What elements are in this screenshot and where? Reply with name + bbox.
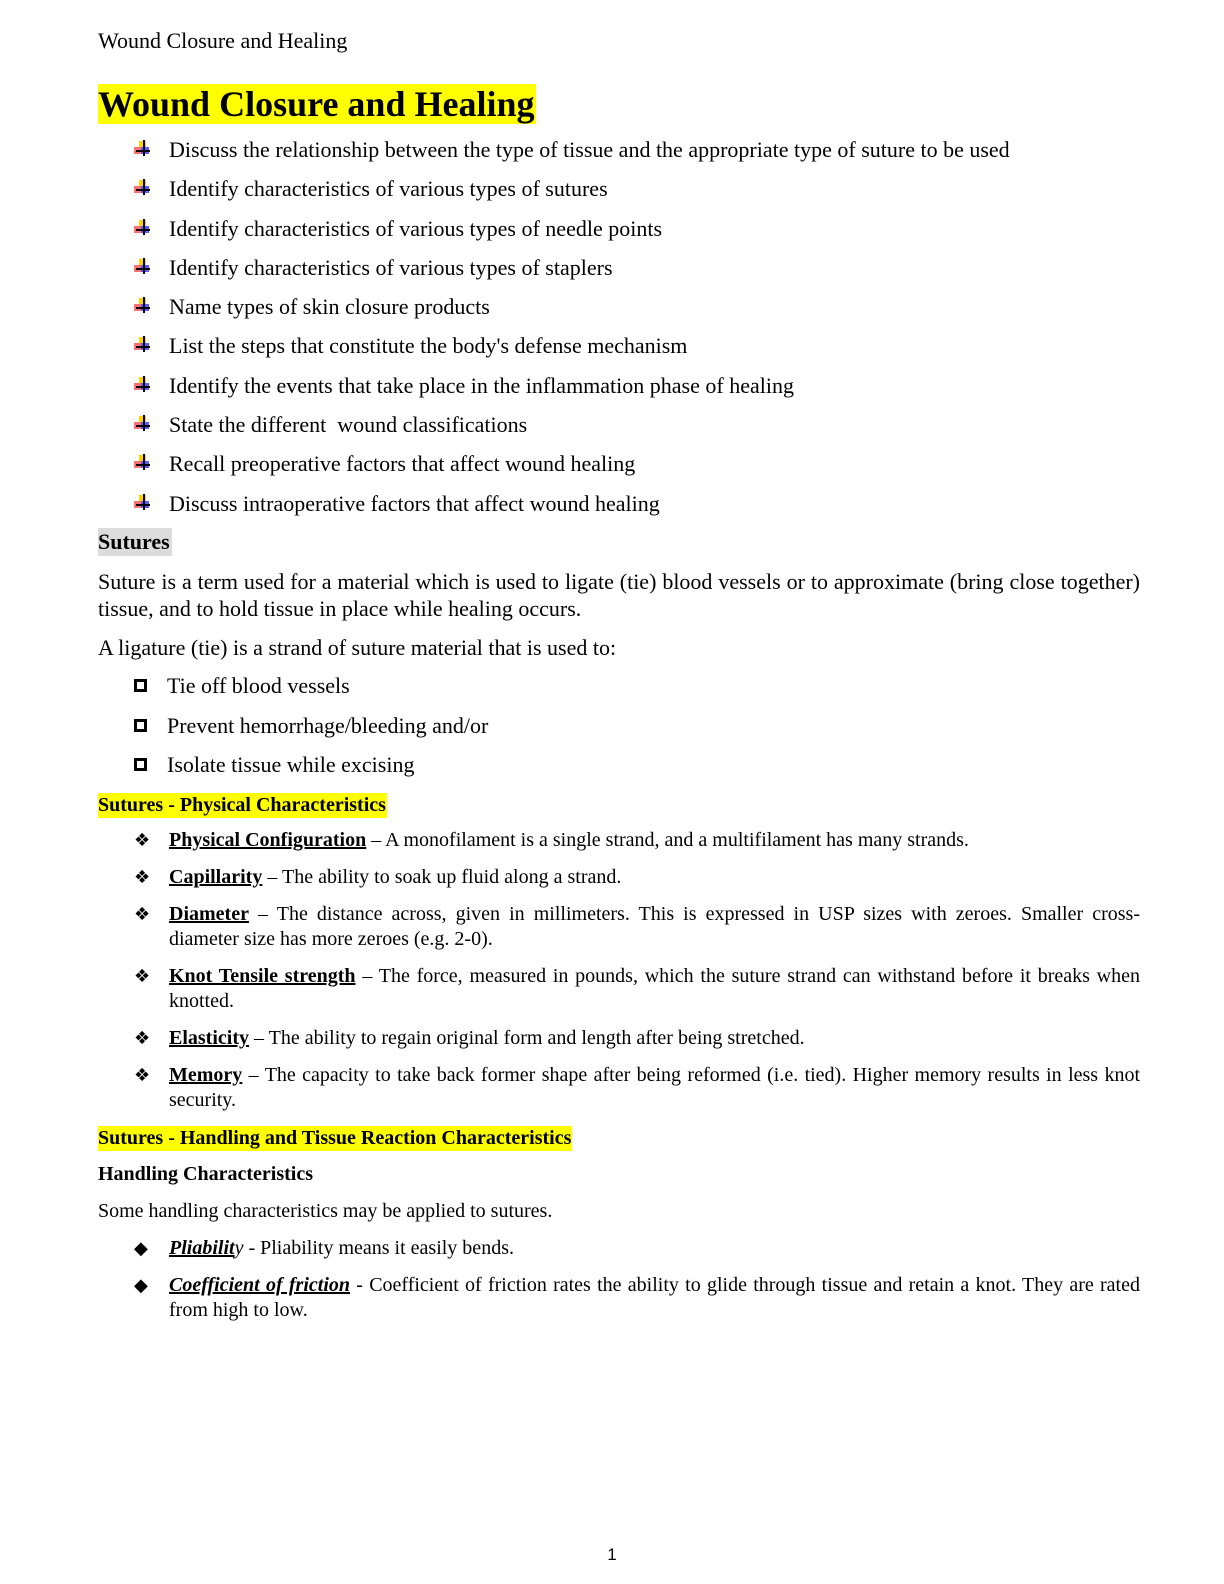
- running-header: Wound Closure and Healing: [98, 28, 348, 53]
- description: – The ability to soak up fluid along a s…: [262, 866, 622, 888]
- arrow-plus-icon: [132, 256, 154, 278]
- diamond-cluster-icon: ❖: [134, 966, 151, 987]
- list-item: Tie off blood vessels: [134, 672, 488, 712]
- description: - Pliability means it easily bends.: [243, 1237, 514, 1259]
- list-item-text: Prevent hemorrhage/bleeding and/or: [167, 712, 489, 738]
- list-item: Identify the events that take place in t…: [132, 372, 1010, 411]
- list-item: Discuss intraoperative factors that affe…: [132, 490, 1010, 529]
- section-heading-sutures: Sutures: [98, 528, 172, 556]
- objectives-list: Discuss the relationship between the typ…: [132, 136, 1010, 529]
- description: – A monofilament is a single strand, and…: [366, 829, 969, 851]
- arrow-plus-icon: [132, 374, 154, 396]
- subheading-handling-characteristics: Handling Characteristics: [98, 1163, 313, 1185]
- description: – The distance across, given in millimet…: [169, 903, 1140, 950]
- diamond-cluster-icon: ❖: [134, 1028, 151, 1049]
- arrow-plus-icon: [132, 334, 154, 356]
- arrow-plus-icon: [132, 492, 154, 514]
- page-title: Wound Closure and Healing: [98, 84, 537, 124]
- objective-text: Recall preoperative factors that affect …: [169, 451, 636, 477]
- list-item: Isolate tissue while excising: [134, 751, 488, 791]
- ligature-uses-list: Tie off blood vessels Prevent hemorrhage…: [134, 672, 488, 791]
- arrow-plus-icon: [132, 138, 154, 160]
- list-item: Prevent hemorrhage/bleeding and/or: [134, 712, 488, 752]
- physical-characteristics-list: ❖ Physical Configuration – A monofilamen…: [134, 828, 1140, 1113]
- description: - Coefficient of friction rates the abil…: [169, 1274, 1140, 1321]
- arrow-plus-icon: [132, 217, 154, 239]
- term: Diameter: [169, 903, 249, 925]
- objective-text: Identify characteristics of various type…: [169, 176, 608, 202]
- handling-characteristics-list: ◆ Pliability - Pliability means it easil…: [134, 1236, 1140, 1323]
- description: – The ability to regain original form an…: [249, 1027, 805, 1049]
- list-item: ❖ Elasticity – The ability to regain ori…: [134, 1026, 1140, 1063]
- term: Physical Configuration: [169, 829, 367, 851]
- list-item-text: Tie off blood vessels: [167, 673, 350, 698]
- list-item: ❖ Knot Tensile strength – The force, mea…: [134, 964, 1140, 1026]
- hollow-square-icon: [134, 758, 147, 772]
- list-item: List the steps that constitute the body'…: [132, 332, 1010, 371]
- list-item-text: Isolate tissue while excising: [167, 752, 415, 778]
- list-item: Recall preoperative factors that affect …: [132, 450, 1010, 489]
- objective-text: Discuss intraoperative factors that affe…: [169, 490, 660, 516]
- list-item: Identify characteristics of various type…: [132, 215, 1010, 254]
- list-item: Name types of skin closure products: [132, 293, 1010, 332]
- diamond-cluster-icon: ❖: [134, 1065, 151, 1086]
- section-heading-physical: Sutures - Physical Characteristics: [98, 793, 387, 818]
- arrow-plus-icon: [132, 295, 154, 317]
- page-number: 1: [607, 1545, 617, 1564]
- description: – The force, measured in pounds, which t…: [169, 965, 1140, 1012]
- list-item: ❖ Diameter – The distance across, given …: [134, 902, 1140, 964]
- objective-text: Identify characteristics of various type…: [169, 215, 663, 241]
- diamond-cluster-icon: ❖: [134, 904, 151, 925]
- handling-intro: Some handling characteristics may be app…: [98, 1200, 553, 1222]
- objective-text: Discuss the relationship between the typ…: [169, 137, 1010, 162]
- term: Capillarity: [169, 866, 263, 888]
- term-tail: y: [234, 1237, 244, 1259]
- term: Coefficient of friction: [169, 1274, 351, 1296]
- section-heading-handling: Sutures - Handling and Tissue Reaction C…: [98, 1126, 573, 1151]
- list-item: ◆ Coefficient of friction - Coefficient …: [134, 1273, 1140, 1323]
- list-item: ❖ Physical Configuration – A monofilamen…: [134, 828, 1140, 865]
- diamond-cluster-icon: ❖: [134, 867, 151, 888]
- arrow-plus-icon: [132, 413, 154, 435]
- list-item: ◆ Pliability - Pliability means it easil…: [134, 1236, 1140, 1273]
- list-item: ❖ Capillarity – The ability to soak up f…: [134, 865, 1140, 902]
- ligature-intro: A ligature (tie) is a strand of suture m…: [98, 635, 617, 660]
- term: Knot Tensile strength: [169, 965, 356, 987]
- list-item: Identify characteristics of various type…: [132, 254, 1010, 293]
- hollow-square-icon: [134, 679, 147, 692]
- hollow-square-icon: [134, 718, 147, 732]
- diamond-cluster-icon: ❖: [134, 830, 151, 851]
- list-item: Identify characteristics of various type…: [132, 175, 1010, 214]
- term: Elasticity: [169, 1027, 249, 1049]
- term: Memory: [169, 1064, 243, 1086]
- suture-definition: Suture is a term used for a material whi…: [98, 569, 1140, 621]
- objective-text: List the steps that constitute the body'…: [169, 333, 688, 359]
- objective-text: Name types of skin closure products: [169, 294, 490, 320]
- list-item: ❖ Memory – The capacity to take back for…: [134, 1063, 1140, 1113]
- arrow-plus-icon: [132, 177, 154, 199]
- solid-diamond-icon: ◆: [134, 1238, 148, 1259]
- description: – The capacity to take back former shape…: [169, 1064, 1140, 1111]
- solid-diamond-icon: ◆: [134, 1275, 148, 1296]
- arrow-plus-icon: [132, 452, 154, 474]
- objective-text: State the different wound classification…: [169, 412, 528, 438]
- term: Pliabilit: [169, 1237, 235, 1259]
- objective-text: Identify characteristics of various type…: [169, 254, 613, 280]
- list-item: Discuss the relationship between the typ…: [132, 136, 1010, 175]
- list-item: State the different wound classification…: [132, 411, 1010, 450]
- objective-text: Identify the events that take place in t…: [169, 372, 794, 398]
